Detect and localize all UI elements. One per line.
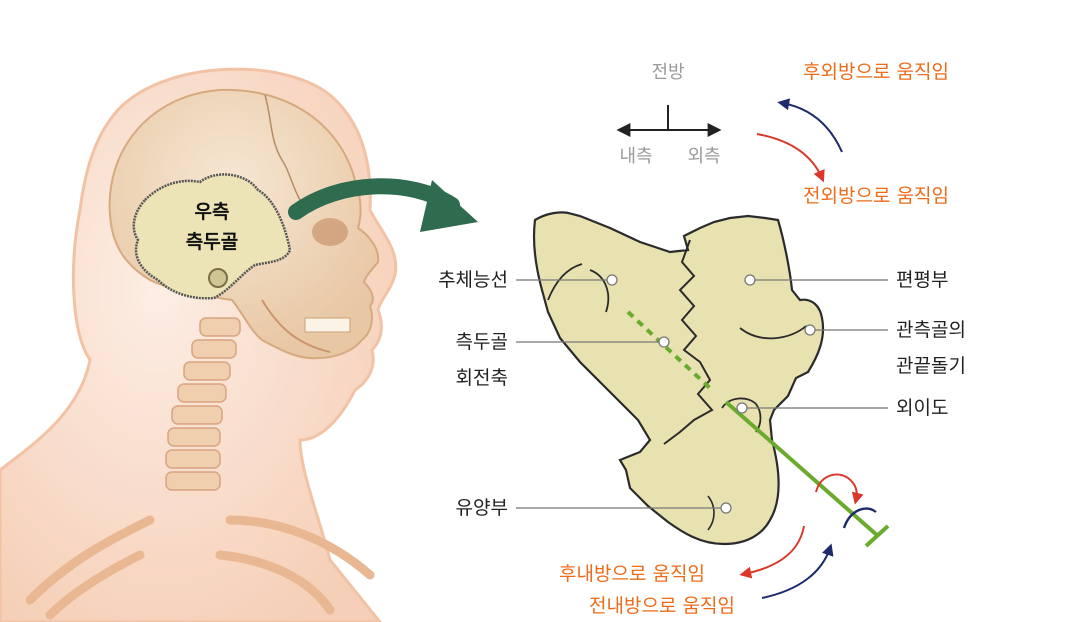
posterolateral-label: 후외방으로 움직임 — [803, 61, 949, 83]
skull-label-line2: 측두골 — [186, 231, 238, 253]
petrosquamous-suture — [663, 239, 714, 445]
rotation-axis-end — [864, 524, 890, 548]
front-label: 전방 — [651, 62, 684, 83]
temporal-bone-shape — [532, 211, 825, 546]
ear-canal-label: 외이도 — [896, 397, 948, 419]
rotation-arrow-icon — [815, 473, 864, 505]
curved-arrow-icon — [288, 178, 478, 232]
squama-label: 편평부 — [896, 269, 948, 291]
cervical-spine — [165, 317, 241, 491]
rotation-arrow-icon — [777, 98, 843, 153]
mastoid-dot — [720, 502, 732, 514]
mastoid-label: 유양부 — [456, 497, 508, 519]
zygomatic-label-1: 관측골의 — [896, 319, 966, 341]
rotation-axis-dashed — [626, 310, 714, 392]
sutural-line-label: 추체능선 — [438, 269, 508, 291]
squama-dot — [744, 274, 756, 286]
rotation-arrow-icon — [761, 543, 834, 599]
orientation-compass: 전방 내측 외측 — [616, 62, 722, 167]
mastoid-notch — [707, 495, 715, 531]
rotation-axis-label-1: 측두골 — [456, 331, 508, 353]
rotation-arrow-icon — [756, 133, 825, 183]
petrous-ridge-curve — [547, 263, 583, 301]
ear-canal-curve — [721, 397, 762, 433]
rotation-arrow-icon — [842, 507, 877, 529]
temporal-bone-diagram — [516, 211, 890, 548]
teeth — [304, 317, 351, 333]
eye-socket — [312, 218, 348, 246]
posteromedial-label: 후내방으로 움직임 — [559, 563, 705, 585]
rotation-axis-dot — [658, 336, 670, 348]
ear-canal-dot — [736, 402, 748, 414]
rotation-axis-label-2: 회전축 — [456, 367, 508, 389]
head-illustration: 우측 측두골 — [0, 67, 398, 622]
sutural-line-dot — [606, 274, 618, 286]
petrous-ridge-curve — [589, 269, 610, 313]
rib-cage — [25, 515, 375, 620]
zygomatic-dot — [804, 324, 816, 336]
zygomatic-label-2: 관끝돌기 — [896, 355, 966, 377]
suture-line — [264, 94, 301, 201]
skull-label-line1: 우측 — [195, 201, 230, 223]
ear-canal-marker — [208, 268, 228, 288]
zygomatic-hook — [739, 325, 807, 340]
temporal-bone-highlight — [132, 173, 292, 300]
medial-label: 내측 — [619, 146, 652, 167]
anteromedial-label: 전내방으로 움직임 — [589, 595, 735, 617]
anterolateral-label: 전외방으로 움직임 — [803, 185, 949, 207]
jaw-line — [261, 299, 331, 353]
rotation-arrow-icon — [739, 525, 805, 579]
lateral-label: 외측 — [687, 146, 720, 167]
